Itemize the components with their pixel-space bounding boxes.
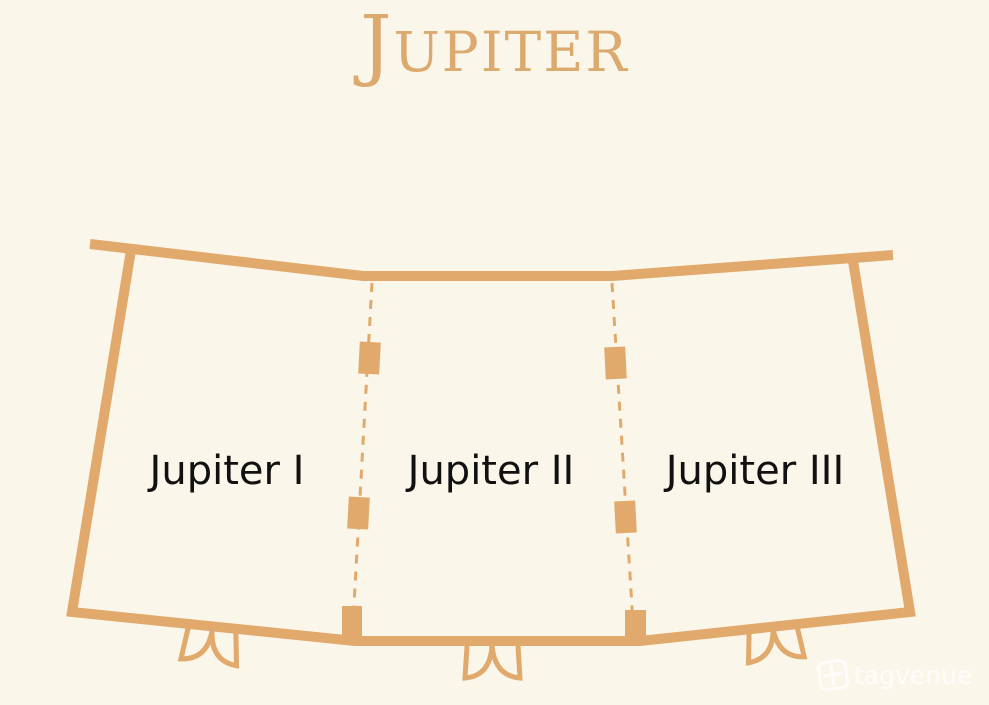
partition-block (625, 610, 646, 644)
partition-block (604, 346, 627, 380)
partition-block (358, 341, 381, 375)
outer-wall (66, 249, 916, 646)
page-title: Jupiter (360, 0, 629, 90)
door-icon (177, 626, 240, 669)
door-icon (462, 645, 523, 681)
partition-block (342, 606, 362, 642)
top-wall (89, 239, 894, 281)
partition-left (350, 282, 374, 641)
watermark-text: tagvenue (854, 660, 973, 690)
partition-block (347, 496, 370, 530)
partition-right (610, 282, 636, 641)
door-icon (745, 624, 808, 666)
room-label-jupiter-i: Jupiter I (149, 448, 305, 494)
watermark: tagvenue (816, 658, 973, 692)
room-label-jupiter-iii: Jupiter III (665, 448, 845, 494)
room-label-jupiter-ii: Jupiter II (407, 448, 575, 494)
partition-block (614, 500, 637, 534)
tagvenue-logo-icon (816, 658, 850, 692)
